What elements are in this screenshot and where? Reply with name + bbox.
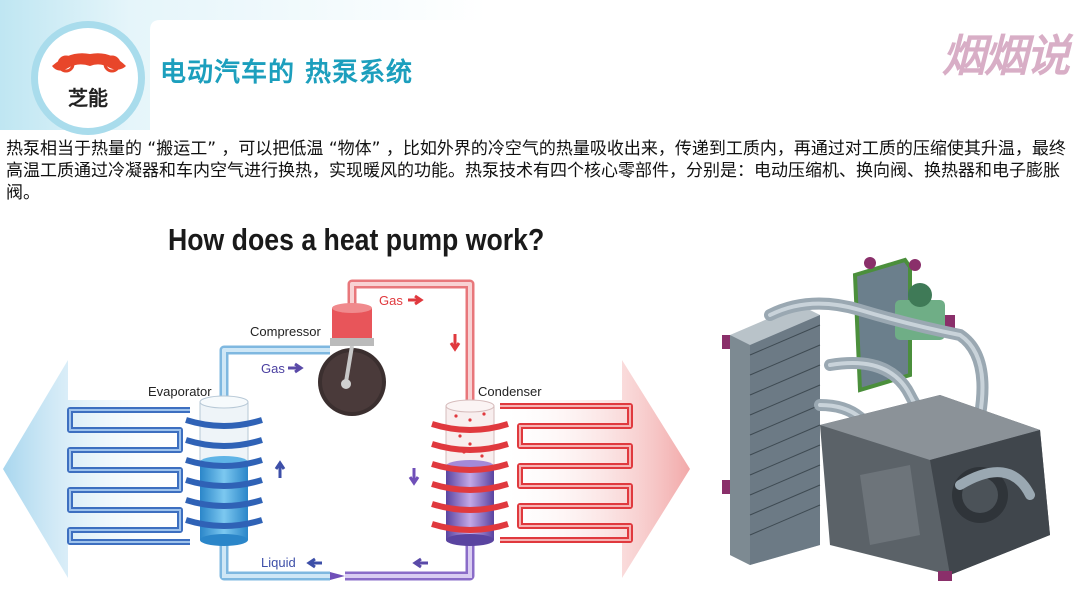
label-condenser: Condenser <box>478 384 542 399</box>
heat-pump-unit-illustration <box>722 257 1050 581</box>
car-logo-icon <box>31 21 145 135</box>
flow-arrow-up-blue <box>274 460 286 478</box>
evaporator-unit <box>185 395 263 546</box>
flow-arrow-gas-left <box>288 362 304 374</box>
port-cap <box>909 259 921 271</box>
label-evaporator: Evaporator <box>148 384 212 399</box>
flow-arrow-gas-top <box>408 294 424 306</box>
intro-paragraph: 热泵相当于热量的 “搬运工” ，可以把低温 “物体” ，比如外界的冷空气的热量吸… <box>6 139 1066 203</box>
flow-arrow-down-purple <box>408 468 420 486</box>
electric-compressor <box>820 395 1050 575</box>
watermark-text: 烟烟说 <box>942 31 1070 82</box>
label-liquid: Liquid <box>261 555 296 570</box>
brand-logo: 芝能 <box>30 20 146 136</box>
diagram-heading: How does a heat pump work? <box>168 222 545 257</box>
label-gas-left: Gas <box>261 361 285 376</box>
label-compressor: Compressor <box>250 324 321 339</box>
port-cap <box>938 571 952 581</box>
flow-arrow-bottom-right <box>412 557 428 569</box>
port-cap <box>864 257 876 269</box>
label-gas-top: Gas <box>379 293 403 308</box>
compressor-unit <box>318 303 386 416</box>
expansion-valve <box>330 572 345 580</box>
heat-pump-diagram: Compressor Evaporator Condenser Gas Gas … <box>3 279 690 581</box>
flow-arrow-liquid <box>306 557 322 569</box>
page-title: 电动汽车的 热泵系统 <box>160 58 414 88</box>
condenser-unit <box>431 399 509 546</box>
logo-text: 芝能 <box>68 86 108 110</box>
liquid-pipe-return <box>345 540 475 581</box>
flow-arrow-down-right <box>449 334 461 352</box>
heat-exchanger <box>722 305 821 565</box>
